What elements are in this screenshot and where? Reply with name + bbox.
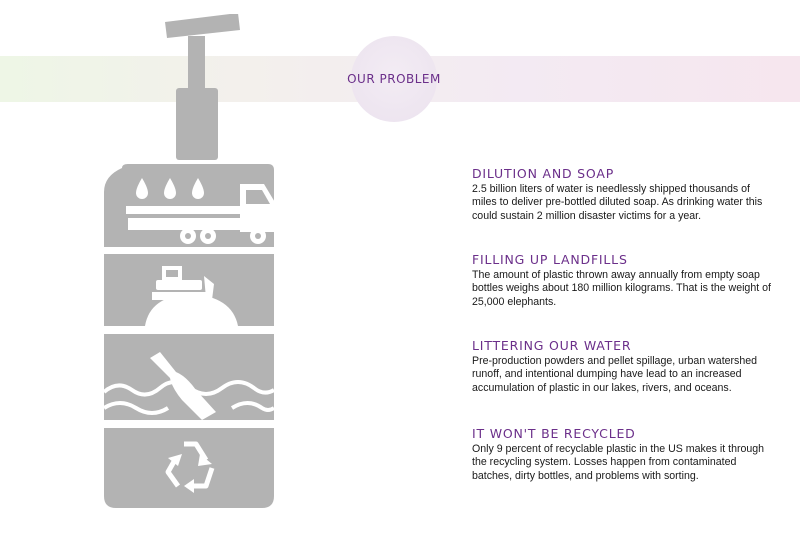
section-body: The amount of plastic thrown away annual… [472,269,771,308]
truck-icon [126,184,276,244]
section-recycled: IT WON'T BE RECYCLED Only 9 percent of r… [472,426,772,483]
section-title: DILUTION AND SOAP [472,166,615,181]
section-dilution: DILUTION AND SOAP 2.5 billion liters of … [472,166,772,223]
droplet-icon [192,178,204,199]
section-body: Pre-production powders and pellet spilla… [472,355,758,394]
section-body: Only 9 percent of recyclable plastic in … [472,443,765,482]
page-title: OUR PROBLEM [347,72,441,86]
droplet-icon [136,178,148,199]
header-circle [351,36,437,122]
section-water: LITTERING OUR WATER Pre-production powde… [472,338,772,395]
bulldozer-icon [152,266,214,300]
recycle-icon [165,441,215,493]
droplet-icon [164,178,176,199]
section-title: IT WON'T BE RECYCLED [472,426,636,441]
soap-bottle-illustration [102,14,276,508]
section-body: 2.5 billion liters of water is needlessl… [472,183,763,222]
wave-icon [102,380,276,415]
landfill-icon [145,294,238,326]
section-landfills: FILLING UP LANDFILLS The amount of plast… [472,252,772,309]
section-title: LITTERING OUR WATER [472,338,632,353]
pump-icon [165,14,240,160]
section-title: FILLING UP LANDFILLS [472,252,628,267]
